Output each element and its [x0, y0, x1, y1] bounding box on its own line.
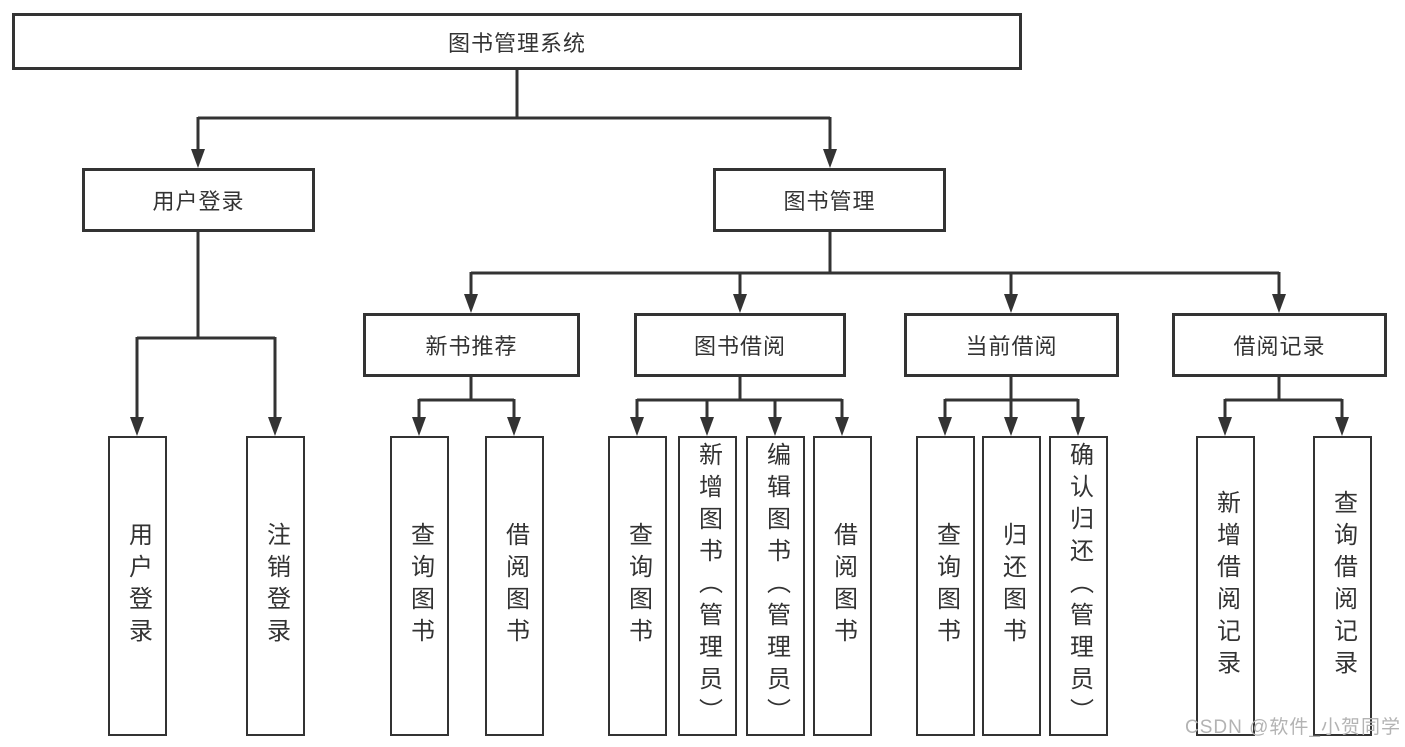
node-label: 图书借阅: [693, 334, 786, 359]
leaf-label: 确认归还（管理员）: [1065, 442, 1093, 730]
node-borrowing-records: 借阅记录: [1172, 313, 1387, 377]
leaf-label: 查询图书: [406, 522, 434, 650]
leaf-label: 编辑图书（管理员）: [762, 442, 790, 730]
leaf-label: 新增借阅记录: [1212, 490, 1240, 682]
node-book-borrowing: 图书借阅: [634, 313, 846, 377]
leaf-label: 新增图书（管理员）: [694, 442, 722, 730]
leaf-add-borrow-record: 新增借阅记录: [1196, 436, 1255, 736]
leaf-borrow-books: 借阅图书: [813, 436, 872, 736]
leaf-label: 归还图书: [998, 522, 1026, 650]
leaf-confirm-return-admin: 确认归还（管理员）: [1049, 436, 1108, 736]
leaf-label: 注销登录: [262, 522, 290, 650]
node-label: 图书管理: [783, 189, 876, 214]
leaf-query-borrow-record: 查询借阅记录: [1313, 436, 1372, 736]
leaf-label: 借阅图书: [501, 522, 529, 650]
node-label: 用户登录: [152, 189, 245, 214]
node-book-management: 图书管理: [713, 168, 946, 232]
leaf-logout: 注销登录: [246, 436, 305, 736]
node-current-borrowing: 当前借阅: [904, 313, 1119, 377]
node-label: 图书管理系统: [447, 30, 586, 56]
leaf-label: 查询图书: [624, 522, 652, 650]
leaf-label: 用户登录: [124, 522, 152, 650]
node-new-book-recommend: 新书推荐: [363, 313, 580, 377]
node-library-management-system: 图书管理系统: [12, 13, 1022, 70]
node-label: 借阅记录: [1233, 334, 1326, 359]
leaf-label: 借阅图书: [829, 522, 857, 650]
leaf-label: 查询借阅记录: [1329, 490, 1357, 682]
leaf-borrow-books-recommend: 借阅图书: [485, 436, 544, 736]
leaf-return-books: 归还图书: [982, 436, 1041, 736]
leaf-query-books-current: 查询图书: [916, 436, 975, 736]
leaf-add-books-admin: 新增图书（管理员）: [678, 436, 737, 736]
leaf-query-books-borrow: 查询图书: [608, 436, 667, 736]
leaf-user-login: 用户登录: [108, 436, 167, 736]
leaf-query-books-recommend: 查询图书: [390, 436, 449, 736]
leaf-edit-books-admin: 编辑图书（管理员）: [746, 436, 805, 736]
node-user-login: 用户登录: [82, 168, 315, 232]
node-label: 当前借阅: [965, 334, 1058, 359]
node-label: 新书推荐: [425, 334, 518, 359]
watermark-text: CSDN @软件_小贺同学: [1185, 717, 1401, 738]
leaf-label: 查询图书: [932, 522, 960, 650]
